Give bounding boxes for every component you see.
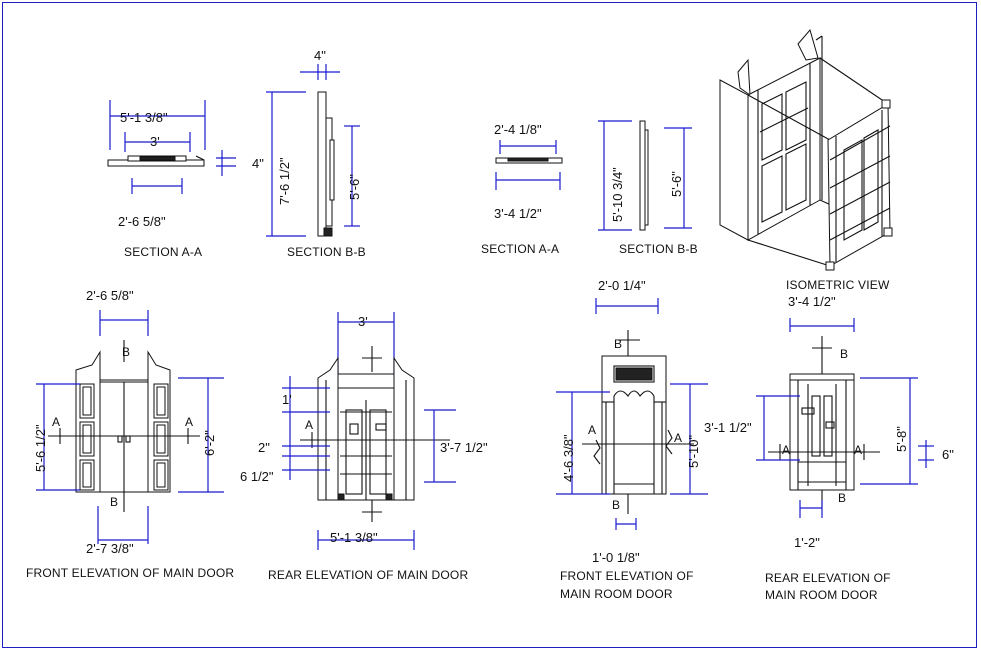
dim-label: 3'-1 1/2" bbox=[704, 420, 752, 435]
dim-label: 5'-6 1/2" bbox=[33, 424, 48, 472]
section-b-room: 5'-10 3/4" 5'-6" SECTION B-B bbox=[598, 120, 698, 256]
dim-label: 3' bbox=[150, 134, 160, 149]
dim-label: 5'-8" bbox=[894, 426, 909, 452]
dim-label: 2'-0 1/4" bbox=[598, 278, 646, 293]
dim-label: 4" bbox=[314, 48, 326, 63]
section-mark: A bbox=[305, 418, 313, 432]
rear-elevation-main-door: 3' A 1' 2" 6 1/2" bbox=[240, 312, 488, 582]
section-mark: A bbox=[588, 423, 596, 437]
dim-label: 2'-6 5/8" bbox=[86, 288, 134, 303]
section-mark: B bbox=[838, 491, 846, 505]
dim-label: 1'-2" bbox=[794, 535, 820, 550]
dim-label: 4" bbox=[252, 156, 264, 171]
front-elevation-room-door: 2'-0 1/4" B A A B 4'-6 3/8" 5'-10" bbox=[556, 278, 708, 601]
front-main-caption: FRONT ELEVATION OF MAIN DOOR bbox=[26, 566, 234, 580]
dim-label: 3'-4 1/2" bbox=[494, 206, 542, 221]
rear-main-caption: REAR ELEVATION OF MAIN DOOR bbox=[268, 568, 468, 582]
dim-label: 5'-10" bbox=[686, 434, 701, 468]
section-mark: A bbox=[674, 431, 682, 445]
front-elevation-main-door: 2'-6 5/8" B A A B 5' bbox=[26, 288, 234, 580]
section-a-caption: SECTION A-A bbox=[124, 245, 202, 259]
dim-label: 2'-7 3/8" bbox=[86, 541, 134, 556]
section-mark: A bbox=[854, 443, 862, 457]
dim-label: 5'-1 3/8" bbox=[330, 530, 378, 545]
dim-label: 5'-6" bbox=[669, 171, 684, 197]
dim-label: 1' bbox=[282, 392, 292, 407]
section-a-room: 2'-4 1/8" 3'-4 1/2" SECTION A-A bbox=[481, 122, 563, 256]
front-room-caption-line1: FRONT ELEVATION OF bbox=[560, 569, 694, 583]
dim-label: 7'-6 1/2" bbox=[277, 157, 292, 205]
rear-room-caption-line2: MAIN ROOM DOOR bbox=[765, 588, 878, 602]
dim-label: 4'-6 3/8" bbox=[561, 434, 576, 482]
section-b-main: 4" 7'-6 1/2" 5'-6" SECTION B-B bbox=[266, 48, 366, 259]
section-b-caption: SECTION B-B bbox=[287, 245, 366, 259]
rear-elevation-room-door: 3'-4 1/2" B A A B 3'-1 1/2" 5'- bbox=[704, 294, 954, 602]
dim-label: 2" bbox=[258, 440, 270, 455]
section-mark: B bbox=[110, 495, 118, 509]
dim-label: 6'-2" bbox=[202, 430, 217, 456]
section-b-room-caption: SECTION B-B bbox=[619, 242, 698, 256]
section-mark: A bbox=[185, 415, 193, 429]
section-mark: B bbox=[612, 498, 620, 512]
section-a-room-caption: SECTION A-A bbox=[481, 242, 559, 256]
dim-label: 3'-4 1/2" bbox=[788, 294, 836, 309]
dim-label: 3' bbox=[358, 314, 368, 329]
rear-room-caption-line1: REAR ELEVATION OF bbox=[765, 571, 891, 585]
dim-label: 6" bbox=[942, 447, 954, 462]
dim-label: 6 1/2" bbox=[240, 469, 274, 484]
dim-label: 5'-1 3/8" bbox=[120, 110, 168, 125]
dim-label: 5'-10 3/4" bbox=[610, 167, 625, 222]
dim-label: 5'-6" bbox=[347, 174, 362, 200]
front-room-caption-line2: MAIN ROOM DOOR bbox=[560, 587, 673, 601]
isometric-caption: ISOMETRIC VIEW bbox=[786, 278, 890, 292]
section-mark: B bbox=[614, 337, 622, 351]
dim-label: 1'-0 1/8" bbox=[592, 550, 640, 565]
section-mark: A bbox=[52, 415, 60, 429]
dim-label: 2'-4 1/8" bbox=[494, 122, 542, 137]
dim-label: 2'-6 5/8" bbox=[118, 214, 166, 229]
section-mark: A bbox=[782, 443, 790, 457]
section-mark: B bbox=[122, 345, 130, 359]
dim-label: 3'-7 1/2" bbox=[440, 440, 488, 455]
isometric-view: ISOMETRIC VIEW bbox=[719, 28, 893, 292]
section-a-main: 5'-1 3/8" 3' 4" 2'-6 5/8" SECTION A-A bbox=[107, 100, 264, 259]
section-mark: B bbox=[840, 347, 848, 361]
